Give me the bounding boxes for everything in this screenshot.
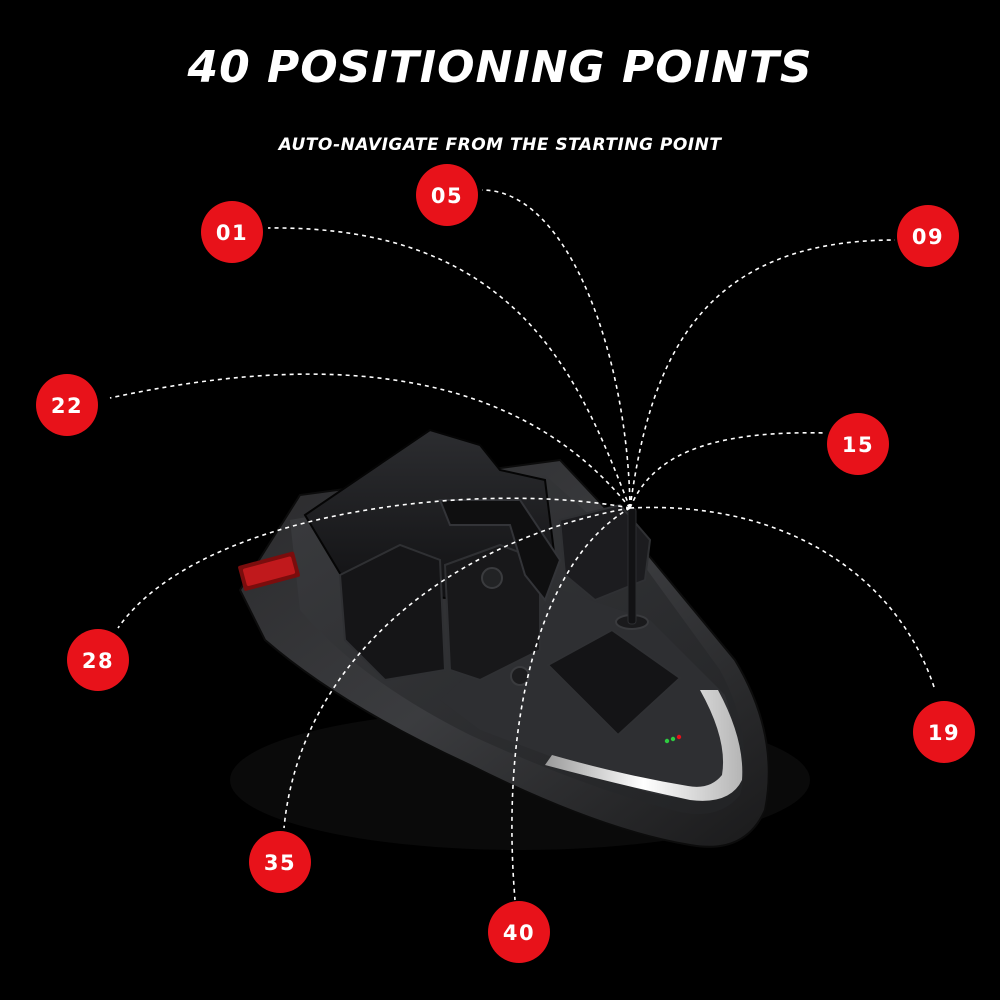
route-path	[629, 432, 827, 509]
route-path	[267, 227, 631, 509]
headline: 40 POSITIONING POINTS	[187, 42, 813, 93]
svg-text:35: 35	[264, 851, 296, 875]
positioning-marker-28: 28	[67, 629, 129, 691]
svg-text:01: 01	[216, 221, 248, 245]
route-path	[629, 506, 936, 691]
route-path	[109, 373, 631, 509]
route-path	[117, 497, 631, 629]
svg-text:40: 40	[503, 921, 535, 945]
positioning-marker-05: 05	[416, 164, 478, 226]
route-path	[511, 507, 631, 901]
svg-text:09: 09	[912, 225, 944, 249]
svg-text:28: 28	[82, 649, 114, 673]
route-path	[629, 239, 896, 509]
route-paths	[109, 189, 936, 901]
route-path	[283, 507, 631, 829]
svg-text:15: 15	[842, 433, 874, 457]
svg-text:19: 19	[928, 721, 960, 745]
positioning-marker-40: 40	[488, 901, 550, 963]
positioning-marker-15: 15	[827, 413, 889, 475]
svg-text:05: 05	[431, 184, 463, 208]
positioning-marker-09: 09	[897, 205, 959, 267]
subheadline: AUTO-NAVIGATE FROM THE STARTING POINT	[278, 135, 722, 155]
route-path	[481, 189, 631, 509]
bait-boat-image	[230, 428, 810, 850]
positioning-marker-35: 35	[249, 831, 311, 893]
positioning-marker-22: 22	[36, 374, 98, 436]
svg-text:22: 22	[51, 394, 83, 418]
positioning-marker-01: 01	[201, 201, 263, 263]
positioning-marker-19: 19	[913, 701, 975, 763]
